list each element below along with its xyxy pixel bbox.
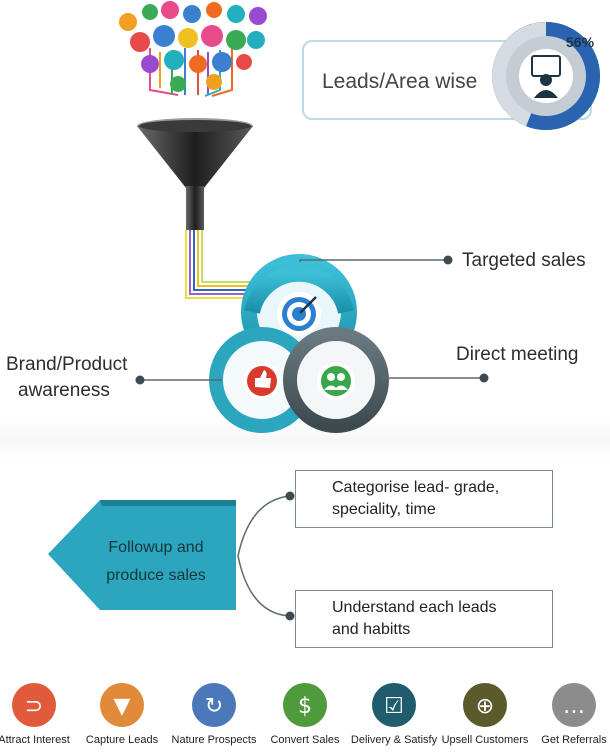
music-icon	[226, 30, 246, 50]
refresh-icon-glyph: ↻	[205, 694, 223, 719]
checkbox-icon	[372, 683, 416, 727]
step-label: Delivery & Satisfy	[350, 734, 438, 746]
funnel-icon	[100, 683, 144, 727]
funnel-output-wires	[185, 230, 262, 299]
connector-dot	[285, 491, 295, 501]
box1-line1: Categorise lead- grade,	[332, 479, 500, 496]
box2-line1: Understand each leads	[332, 599, 497, 616]
label-targeted-sales: Targeted sales	[462, 250, 586, 271]
followup-arrow-text: Followup and produce sales	[86, 534, 226, 590]
cycle-diagram	[209, 254, 389, 433]
leads-donut-overlay	[492, 22, 600, 130]
step-label: Convert Sales	[270, 734, 340, 746]
dollar-icon	[283, 683, 327, 727]
step-label: Nature Prospects	[171, 734, 257, 746]
user-icon	[130, 32, 150, 52]
section-divider	[0, 420, 610, 460]
lock-icon	[153, 25, 175, 47]
funnel-icon	[137, 118, 253, 230]
dollar-icon-glyph: $	[298, 694, 312, 719]
cart-plus-icon	[463, 683, 507, 727]
search-icon	[161, 1, 179, 19]
step-label: Get Referrals	[541, 734, 607, 746]
cycle-connectors	[140, 259, 484, 381]
target-icon	[277, 292, 321, 336]
chat-bubbles-icon-glyph: …	[563, 694, 585, 719]
mobile-icon	[206, 2, 222, 18]
followup-arrow	[48, 500, 236, 610]
image-icon	[201, 25, 223, 47]
connector-dot	[443, 255, 453, 265]
checkbox-icon-glyph: ☑	[384, 694, 404, 719]
bottom-steps-icons: ⊃ ▼ ↻ $ ☑ ⊕ …	[12, 683, 596, 727]
phone-icon	[183, 5, 201, 23]
step-label: Attract Interest	[0, 734, 70, 746]
leads-percent: 56%	[566, 34, 595, 50]
followup-line2: produce sales	[106, 567, 206, 584]
email-icon	[142, 4, 158, 20]
thumbs-up-icon	[243, 362, 281, 400]
connector-dot	[135, 375, 145, 385]
icon-bubbles	[119, 1, 267, 92]
chat-bubbles-icon	[552, 683, 596, 727]
followup-line1: Followup and	[108, 539, 204, 556]
magnet-icon-glyph: ⊃	[25, 694, 43, 719]
step-label: Capture Leads	[85, 734, 159, 746]
followup-connectors	[237, 495, 291, 617]
understand-leads-box: Understand each leads and habitts	[295, 590, 553, 648]
people-icon	[317, 362, 355, 400]
connector-dot	[479, 373, 489, 383]
connector-dot	[285, 611, 295, 621]
label-brand-awareness-line1: Brand/Product	[6, 354, 128, 375]
box1-line2: speciality, time	[332, 501, 436, 518]
magnet-icon	[12, 683, 56, 727]
wifi-icon	[178, 28, 198, 48]
funnel-icon-glyph: ▼	[114, 694, 131, 719]
box2-line2: and habitts	[332, 621, 411, 638]
refresh-icon	[192, 683, 236, 727]
label-brand-awareness-line2: awareness	[18, 380, 110, 401]
cart-plus-icon-glyph: ⊕	[476, 694, 494, 719]
leads-area-title: Leads/Area wise	[322, 70, 478, 93]
categorise-lead-box: Categorise lead- grade, speciality, time	[295, 470, 553, 528]
label-direct-meeting: Direct meeting	[456, 344, 579, 365]
cart-icon	[249, 7, 267, 25]
share-icon	[227, 5, 245, 23]
chat-icon	[119, 13, 137, 31]
step-label: Upsell Customers	[441, 734, 529, 746]
